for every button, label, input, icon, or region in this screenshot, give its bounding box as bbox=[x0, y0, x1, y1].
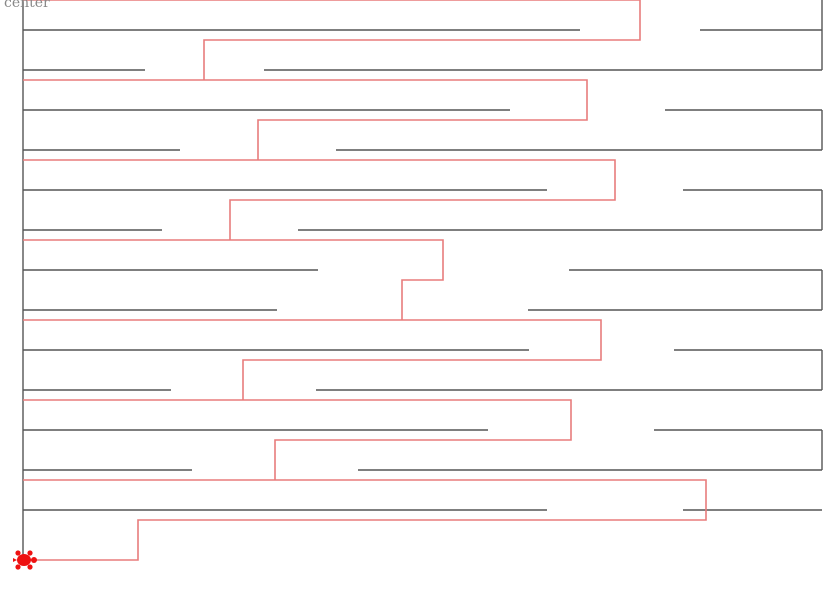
turtle-icon bbox=[13, 550, 37, 570]
turtle-leg bbox=[27, 550, 33, 556]
turtle-leg bbox=[27, 564, 33, 570]
turtle-leg bbox=[15, 564, 21, 570]
turtle-leg bbox=[15, 550, 21, 556]
turtle-shell bbox=[17, 554, 31, 566]
turtle-tail bbox=[13, 558, 17, 562]
turtle-head bbox=[31, 557, 37, 563]
center-label: center bbox=[4, 0, 50, 11]
solution-path bbox=[23, 0, 707, 561]
